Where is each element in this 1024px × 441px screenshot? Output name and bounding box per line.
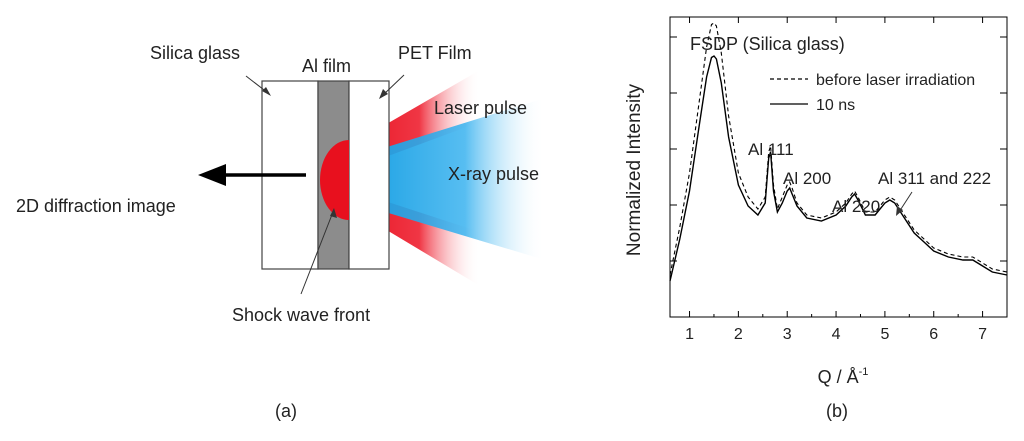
- xray-beam: [345, 98, 545, 260]
- xray-pulse-label: X-ray pulse: [448, 164, 540, 184]
- pet-pointer-tip: [379, 89, 388, 99]
- shock-wave-pointer-tip: [330, 208, 337, 218]
- panel-b-chart: Normalized Intensity 1 2 3 4 5 6 7 FSDP (Silic…: [624, 16, 1008, 387]
- x-axis-label: Q / Å-1: [818, 366, 869, 387]
- panel-a-diagram: [198, 70, 545, 295]
- x-tick-label: 4: [832, 326, 841, 343]
- pet-film-layer: [348, 80, 390, 270]
- x-tick-label: 2: [734, 326, 743, 343]
- shock-wave-label: Shock wave front: [232, 305, 371, 325]
- silica-glass-label: Silica glass: [150, 43, 241, 63]
- al-film-label: Al film: [302, 56, 351, 76]
- annotation-fsdp: FSDP (Silica glass): [690, 34, 845, 54]
- annotation-al311: Al 311 and 222: [878, 169, 991, 188]
- x-tick-label: 7: [978, 326, 987, 343]
- legend-label-10ns: 10 ns: [816, 97, 855, 114]
- silica-pointer-tip: [262, 87, 271, 96]
- al311-pointer-tip: [896, 206, 903, 216]
- annotation-al111: Al 111: [748, 140, 794, 159]
- x-tick-label: 5: [880, 326, 889, 343]
- x-tick-label: 6: [929, 326, 938, 343]
- shock-wave-front: [320, 140, 349, 220]
- diffraction-image-label: 2D diffraction image: [16, 196, 176, 216]
- panel-a-caption: (a): [275, 401, 297, 421]
- laser-pulse-label: Laser pulse: [434, 98, 528, 118]
- plot-frame: [669, 16, 1008, 318]
- annotation-al220: Al 220: [832, 197, 880, 216]
- diffraction-arrowhead: [198, 164, 226, 186]
- legend-label-before: before laser irradiation: [816, 72, 975, 89]
- x-tick-label: 1: [685, 326, 694, 343]
- pet-film-label: PET Film: [398, 43, 472, 63]
- annotation-al200: Al 200: [783, 169, 831, 188]
- shock-wave-pointer: [300, 211, 334, 295]
- x-tick-label: 3: [783, 326, 792, 343]
- panel-b-caption: (b): [826, 401, 848, 421]
- series-line-0: [669, 22, 1008, 276]
- series-line-1: [669, 55, 1008, 282]
- al311-pointer: [898, 191, 913, 213]
- y-axis-label: Normalized Intensity: [624, 83, 645, 256]
